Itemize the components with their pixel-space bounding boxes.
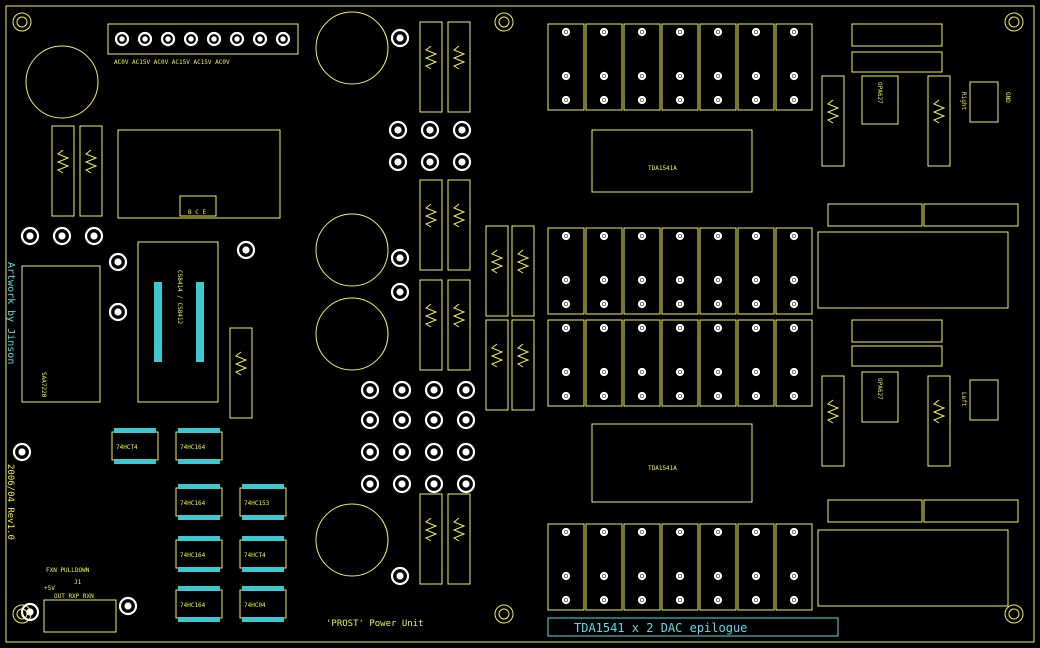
ac-terminal-label: AC0V AC15V AC0V AC15V AC15V AC0V [114,59,230,66]
logic-ic: 74HCT4 [239,536,287,572]
svg-text:Right: Right [960,92,967,110]
capacitor-array [547,319,813,407]
resistor [821,375,845,467]
svg-text:OPA627: OPA627 [876,378,883,400]
artwork-credit: Artwork by Jinson [5,262,16,364]
svg-text:TDA1541A: TDA1541A [648,165,677,172]
svg-text:74HC164: 74HC164 [180,602,206,609]
resistor [419,179,443,271]
resistor [447,493,471,585]
logic-ic: 74HC153 [239,484,287,520]
power-unit-title: 'PROST' Power Unit [326,619,424,629]
big-capacitors [25,11,389,577]
svg-text:74HCT4: 74HCT4 [244,552,266,559]
resistor [485,225,509,317]
svg-text:74HC04: 74HC04 [244,602,266,609]
regulator-heatsink: B C E [117,129,281,219]
logic-ic: 74HC164 [175,536,223,572]
logic-ic: 74HC164 [175,428,223,464]
capacitor-array [547,523,813,611]
dac-ic-bottom: TDA1541A [591,423,753,503]
svg-text:74HC164: 74HC164 [180,552,206,559]
svg-text:Left: Left [960,392,967,407]
logic-ic: 74HC04 [239,586,287,622]
ac-terminal-block: AC0V AC15V AC0V AC15V AC15V AC0V [107,23,299,66]
saa-ic: SAA7220 [21,265,101,403]
resistor [447,279,471,371]
resistor [447,179,471,271]
resistor [927,375,951,467]
svg-text:74HC153: 74HC153 [244,500,270,507]
dac-title-box: TDA1541 x 2 DAC epilogue [547,617,839,637]
svg-text:TDA1541A: TDA1541A [648,465,677,472]
board-outline [5,5,1035,643]
resistor [927,75,951,167]
svg-text:GND: GND [1004,92,1011,103]
svg-text:SAA7220: SAA7220 [40,372,47,398]
resistor [827,203,923,227]
resistor [447,21,471,113]
dac-ic-top: TDA1541A [591,129,753,193]
resistor [827,499,923,523]
logic-ic: 74HCT4 [111,428,159,464]
resistor [511,319,535,411]
svg-text:OUT RXP RXN: OUT RXP RXN [54,593,94,600]
capacitor-array [547,227,813,315]
resistor [511,225,535,317]
resistor [419,21,443,113]
capacitor-array [547,23,813,111]
resistor [79,125,103,217]
svg-text:74HCT4: 74HCT4 [116,444,138,451]
svg-text:OPA627: OPA627 [876,82,883,104]
dac-title: TDA1541 x 2 DAC epilogue [574,621,747,635]
spdif-connector: OUT RXP RXN FXN PULLDOWN J1 +5V [43,567,117,633]
svg-text:B C E: B C E [188,209,206,216]
resistor [923,499,1019,523]
resistor [419,279,443,371]
output-stage: OPA627 Right GND OPA627 Left [817,23,1011,607]
svg-text:CS8414 / CS8412: CS8414 / CS8412 [176,270,183,325]
svg-text:74HC164: 74HC164 [180,444,206,451]
resistor [923,203,1019,227]
date-revision: 2006/04 Rev1.0 [5,464,15,540]
svg-text:J1: J1 [74,579,82,586]
logic-ic: 74HC164 [175,484,223,520]
cs8412-ic: CS8414 / CS8412 [137,241,219,403]
resistor [821,75,845,167]
svg-text:+5V: +5V [44,585,55,592]
svg-text:FXN PULLDOWN: FXN PULLDOWN [46,567,90,574]
resistor [485,319,509,411]
resistor [419,493,443,585]
logic-ic: 74HC164 [175,586,223,622]
resistor [51,125,75,217]
svg-text:74HC164: 74HC164 [180,500,206,507]
resistor [229,327,253,419]
